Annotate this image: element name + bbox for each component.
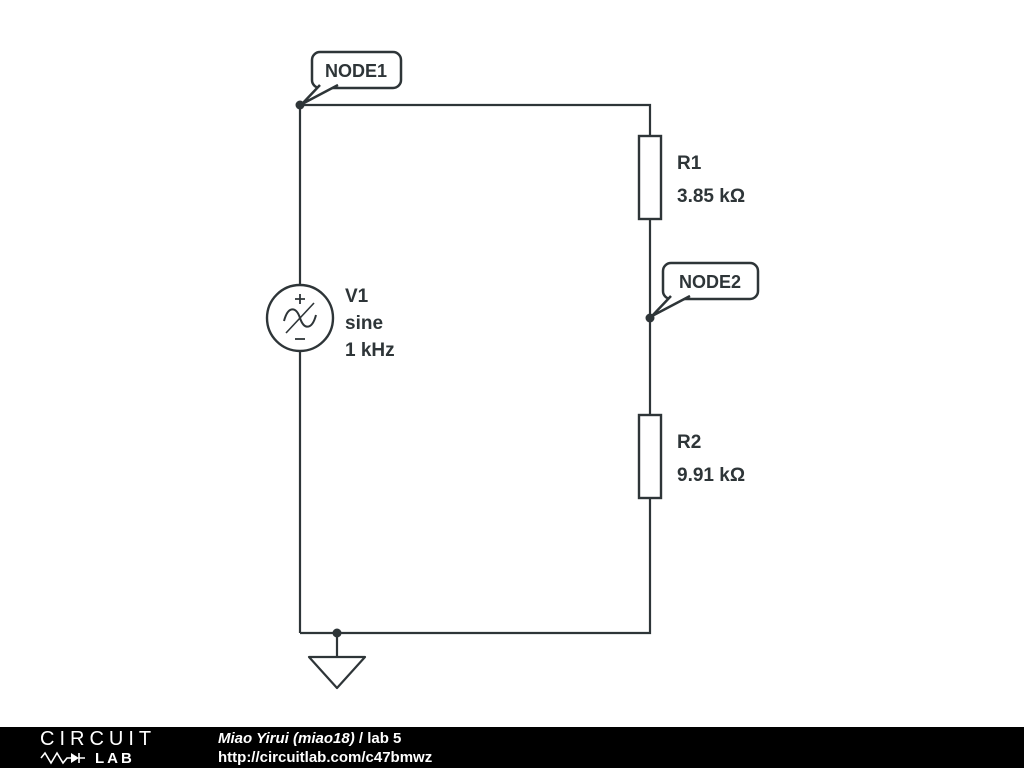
project-title: lab 5 <box>367 729 402 747</box>
circuit-wires <box>298 103 652 635</box>
v1-waveform-label: sine <box>345 313 383 334</box>
node2-junction-dot <box>645 313 655 323</box>
r1-labels: R1 3.85 kΩ <box>677 153 745 207</box>
logo-circuit-text: CIRCUIT <box>40 727 157 750</box>
r1-name-label: R1 <box>677 153 702 174</box>
resistor-r1-icon <box>637 134 663 221</box>
r2-value-label: 9.91 kΩ <box>677 465 745 486</box>
resistor-r2-icon <box>637 413 663 500</box>
v1-frequency-label: 1 kHz <box>345 340 395 361</box>
plus-sign-icon <box>295 294 305 304</box>
r2-name-label: R2 <box>677 432 701 453</box>
resistor-diode-icon <box>40 751 85 765</box>
wire-top <box>300 103 652 136</box>
r1-value-label: 3.85 kΩ <box>677 186 745 207</box>
node1-label: NODE1 <box>325 61 387 81</box>
credit-line: Miao Yirui (miao18) / lab 5 <box>218 729 432 748</box>
footer-credit: Miao Yirui (miao18) / lab 5 http://circu… <box>218 729 432 767</box>
v1-labels: V1 sine 1 kHz <box>345 286 395 361</box>
voltage-source-icon <box>265 283 335 353</box>
share-url[interactable]: http://circuitlab.com/c47bmwz <box>218 748 433 766</box>
author-credit: Miao Yirui (miao18) <box>218 729 355 747</box>
node1-callout: NODE1 <box>300 50 403 106</box>
wire-bottom <box>300 498 652 635</box>
ground-junction-dot <box>332 628 342 638</box>
ground-icon <box>307 633 367 690</box>
node2-callout: NODE2 <box>650 261 760 318</box>
logo-lab-text: LAB <box>95 749 135 767</box>
node1-junction-dot <box>295 100 305 110</box>
circuit-canvas: NODE1 NODE2 V1 sine 1 kHz R1 3.85 kΩ R2 … <box>265 50 760 690</box>
node2-label: NODE2 <box>679 272 741 292</box>
v1-name-label: V1 <box>345 286 369 307</box>
footer-bar: CIRCUIT LAB Miao Yirui (miao18) / lab 5 … <box>0 727 1024 768</box>
circuitlab-logo: CIRCUIT LAB <box>40 729 190 767</box>
r2-labels: R2 9.91 kΩ <box>677 432 745 486</box>
credit-separator: / <box>354 729 368 747</box>
